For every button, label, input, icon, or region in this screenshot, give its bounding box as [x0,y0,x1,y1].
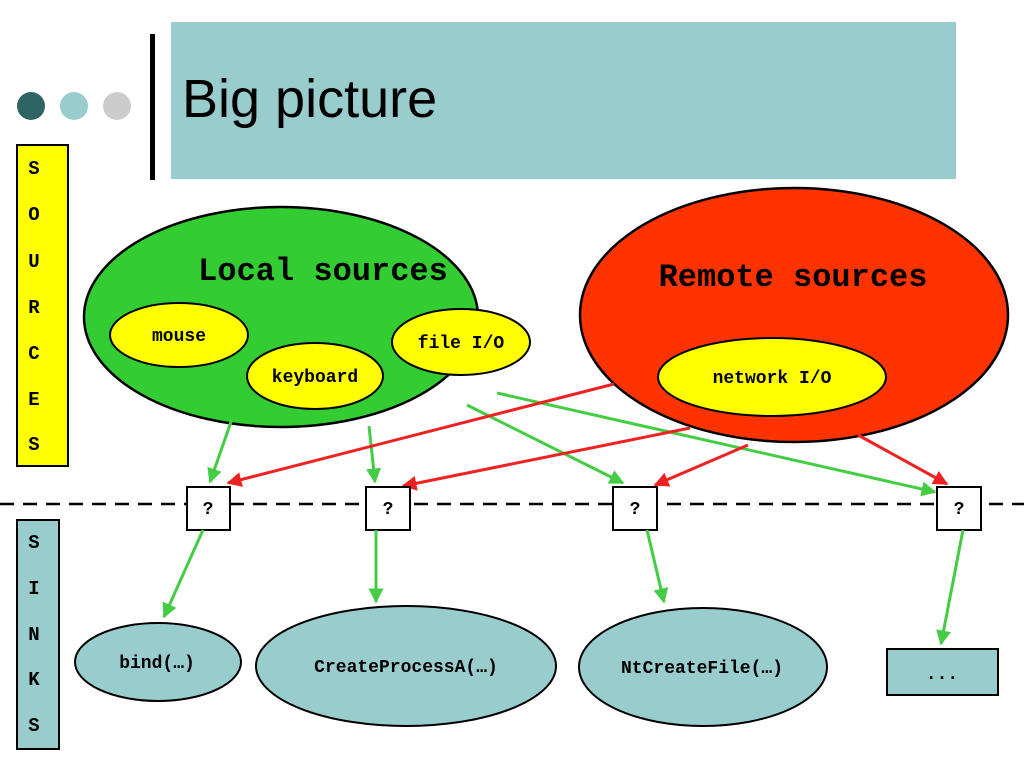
sources-label-box [16,144,69,467]
sink-createprocessa [255,605,557,727]
mouse-source [109,302,249,368]
arrow-check-to-sink-4 [936,529,965,646]
network-io-label: network I/O [713,369,832,389]
sink-ntcreatefile [578,607,828,727]
keyboard-label: keyboard [272,368,358,388]
arrow-remote-to-check-3 [653,443,749,487]
sinks-label-box [16,519,60,750]
file-io-label: file I/O [418,334,505,354]
page-title: Big picture [182,69,438,129]
title-rule [150,34,155,180]
title-banner [171,22,956,179]
remote-sources-label: Remote sources [659,259,928,296]
bullet-dot-teal [60,92,88,120]
sinks-letter: S [28,532,39,554]
arrow-check-to-sink-3 [645,529,669,604]
mouse-label: mouse [152,327,206,347]
bullet-dot-dark [17,92,45,120]
check-label-3: ? [630,500,641,520]
arrow-remote-to-check-2 [401,426,691,491]
keyboard-source [246,342,384,410]
local-sources-label: Local sources [198,253,448,290]
arrow-remote-to-check-1 [226,382,615,487]
sinks-letter: S [28,715,39,737]
check-box-2 [365,486,411,531]
sinks-side-label: S I N K S [16,519,60,750]
file-io-source [391,308,531,376]
check-box-4 [936,486,982,531]
sinks-letter: K [28,669,40,691]
check-label-1: ? [203,500,214,520]
sink-ntcreatefile-label: NtCreateFile(…) [621,659,783,679]
arrow-check-to-sink-1 [162,529,205,619]
sinks-letter: N [28,624,39,646]
sources-side-label: S O U R C E S [16,144,69,467]
sources-letter: O [28,204,39,226]
sink-bind [74,622,242,702]
check-label-2: ? [383,500,394,520]
sinks-letter: I [28,578,39,600]
arrow-local-to-check-2 [366,425,382,484]
arrow-local-to-check-4 [496,391,937,497]
sink-more-label: ... [926,665,958,685]
sources-letter: U [28,251,39,273]
bullet-dot-gray [103,92,131,120]
arrow-remote-to-check-4 [857,433,949,486]
sources-letter: R [28,297,40,319]
sources-letter: S [28,158,39,180]
sink-createprocessa-label: CreateProcessA(…) [314,658,498,678]
check-label-4: ? [954,500,965,520]
network-io-source [657,337,887,417]
arrow-local-to-check-3 [466,403,625,485]
arrow-local-to-check-1 [207,418,234,484]
check-box-1 [186,486,231,531]
sources-letter: E [28,389,39,411]
sources-letter: C [28,343,39,365]
sink-more [886,648,999,696]
check-box-3 [612,486,658,531]
sink-bind-label: bind(…) [119,654,195,674]
sources-letter: S [28,434,39,456]
